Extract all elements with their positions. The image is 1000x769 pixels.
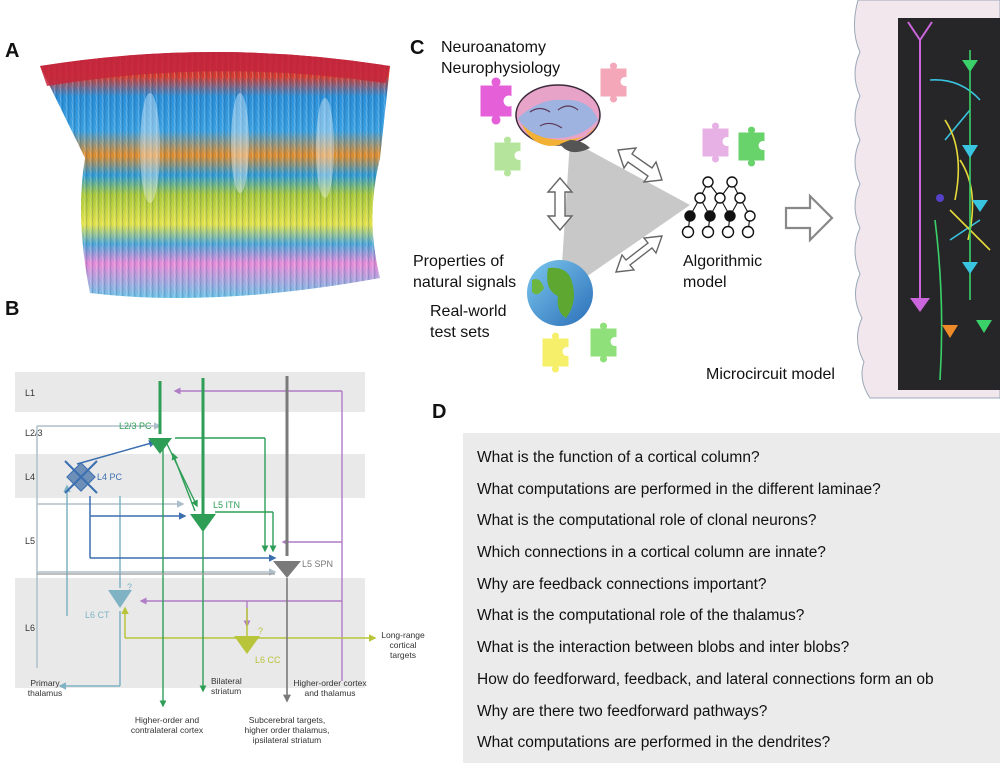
- label-algorithmic-line2: model: [683, 274, 727, 291]
- puzzle-piece-lightgreen: [493, 135, 522, 178]
- label-l4-pc: L4 PC: [97, 472, 123, 482]
- l23-pc-soma: [148, 438, 172, 454]
- panel-label-b: B: [5, 298, 20, 320]
- integration-triangle: [479, 61, 834, 374]
- puzzle-piece-magenta: [479, 76, 513, 126]
- label-realworld-line2: test sets: [430, 324, 490, 341]
- layer-label-l1: L1: [25, 388, 35, 398]
- puzzle-piece-lilac: [701, 121, 730, 164]
- label-l5-spn: L5 SPN: [302, 559, 333, 569]
- questions-panel: What is the function of a cortical colum…: [463, 433, 1000, 763]
- panel-label-c: C: [410, 37, 425, 59]
- cortical-column-image: [40, 52, 390, 298]
- question-item: Why are feedback connections important?: [477, 575, 767, 593]
- triangle-background: [560, 140, 690, 295]
- label-l6-cc: L6 CC: [255, 655, 281, 665]
- question-item: What is the function of a cortical colum…: [477, 449, 760, 466]
- right-arrow-to-microcircuit: [784, 193, 834, 243]
- layer-label-l6: L6: [25, 623, 35, 633]
- l6-cc-soma: [234, 636, 260, 654]
- label-properties-line2: natural signals: [413, 274, 517, 291]
- label-realworld-line1: Real-world: [430, 303, 507, 320]
- layer-label-l4: L4: [25, 472, 35, 482]
- panel-label-d: D: [432, 401, 447, 423]
- layer-label-l23: L2/3: [25, 428, 43, 438]
- microcircuit-model-image: [854, 0, 1000, 399]
- label-neurophysiology: Neurophysiology: [441, 60, 561, 77]
- question-item: What is the interaction between blobs an…: [477, 639, 850, 657]
- question-mark-l6ct: ?: [127, 582, 132, 592]
- question-item: Why are there two feedforward pathways?: [477, 702, 768, 720]
- question-item: What is the computational role of the th…: [477, 607, 805, 625]
- question-mark-l6cc: ?: [258, 626, 263, 636]
- l6-ct-soma: [108, 590, 132, 608]
- l4-pc-soma: [64, 460, 98, 494]
- label-l5-itn: L5 ITN: [213, 500, 240, 510]
- label-l6-ct: L6 CT: [85, 610, 110, 620]
- brain-icon: [515, 84, 601, 153]
- layer-band-l1: [15, 372, 365, 412]
- double-arrow-brain-model: [617, 147, 663, 183]
- l5-itn-soma: [190, 514, 216, 532]
- label-l23-pc: L2/3 PC: [119, 421, 152, 431]
- l5-to-l23-arrow: [171, 452, 196, 512]
- globe-icon: [527, 260, 593, 326]
- question-item: What computations are performed in the d…: [477, 480, 881, 498]
- label-microcircuit-model: Microcircuit model: [706, 366, 835, 383]
- target-subcerebral: Subcerebral targets,higher order thalamu…: [244, 715, 329, 745]
- puzzle-piece-green-2: [589, 321, 618, 364]
- question-item: How do feedforward, feedback, and latera…: [477, 670, 934, 688]
- puzzle-piece-yellow: [541, 331, 570, 374]
- circuit-diagram: L1 L2/3 L4 L5 L6: [15, 346, 452, 758]
- l5-spn-soma: [273, 561, 301, 578]
- layer-band-l6: [15, 578, 365, 688]
- label-properties-line1: Properties of: [413, 253, 504, 270]
- label-neuroanatomy: Neuroanatomy: [441, 39, 546, 56]
- double-arrow-globe-model: [614, 235, 664, 273]
- panel-label-a: A: [5, 40, 20, 62]
- label-algorithmic-line1: Algorithmic: [683, 253, 763, 270]
- double-arrow-brain-globe: [546, 176, 574, 232]
- puzzle-piece-green: [737, 125, 766, 168]
- question-item: What is the computational role of clonal…: [477, 512, 817, 530]
- l4-to-l23-arrow: [76, 440, 157, 465]
- layer-label-l5: L5: [25, 536, 35, 546]
- question-item: Which connections in a cortical column a…: [477, 544, 826, 562]
- puzzle-piece-pink: [599, 61, 628, 104]
- question-item: What computations are performed in the d…: [477, 734, 831, 752]
- network-icon: [681, 176, 756, 239]
- questions-list: What is the function of a cortical colum…: [463, 433, 1000, 759]
